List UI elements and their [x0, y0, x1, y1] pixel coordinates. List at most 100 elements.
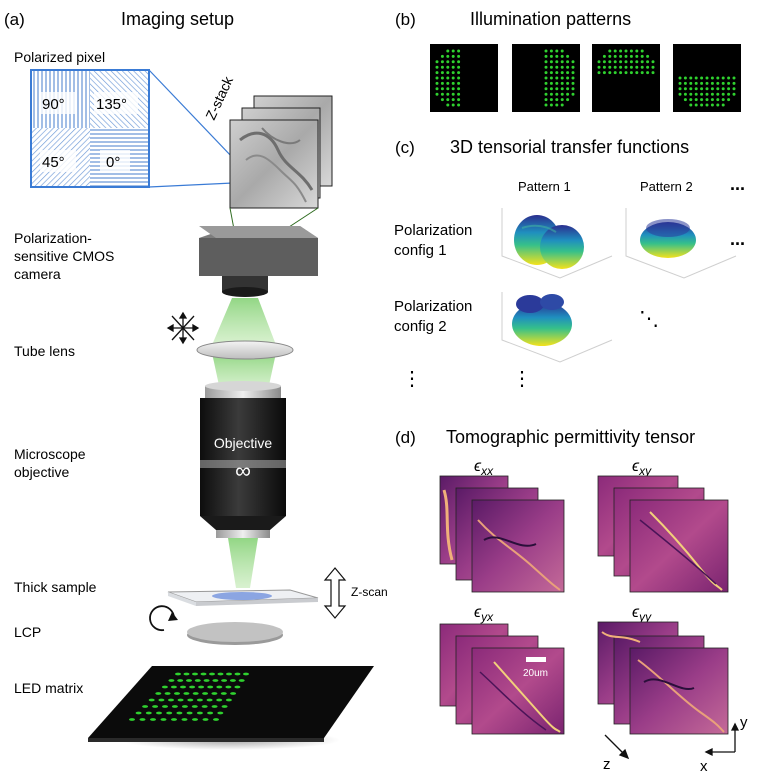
- tf-axis-frames: [501, 208, 737, 363]
- led-dot: [177, 679, 184, 682]
- led-dot: [187, 698, 194, 702]
- pattern-dot: [566, 81, 570, 85]
- pattern-dot: [705, 98, 709, 102]
- pattern-dot: [689, 98, 693, 102]
- led-dot: [186, 711, 193, 715]
- pattern-dot: [544, 49, 548, 53]
- led-dot: [170, 685, 177, 689]
- pattern-dots: [435, 49, 736, 107]
- pattern-dot: [727, 92, 731, 96]
- panel-a-title: Imaging setup: [121, 9, 234, 29]
- pattern-dot: [440, 71, 444, 75]
- pattern-dot: [597, 60, 601, 64]
- pattern-dot: [732, 76, 736, 80]
- panel-c-letter: (c): [395, 138, 415, 157]
- camera-label-line1: Polarization-: [14, 230, 92, 246]
- polarized-pixel-label: Polarized pixel: [14, 49, 105, 65]
- pattern-dot: [700, 87, 704, 91]
- green-beam-upper: [212, 298, 276, 345]
- pattern-dot: [629, 65, 633, 69]
- pattern-dot: [440, 65, 444, 69]
- pattern-dot: [549, 81, 553, 85]
- led-matrix-label: LED matrix: [14, 680, 83, 696]
- led-dot: [129, 718, 135, 721]
- led-dot: [207, 685, 214, 689]
- pattern-dot: [732, 81, 736, 85]
- pattern-dot: [555, 92, 559, 96]
- pattern-dot: [446, 92, 450, 96]
- pattern-dot: [549, 54, 553, 58]
- led-dot: [142, 705, 149, 708]
- pattern-dot: [451, 98, 455, 102]
- infinity-symbol: ∞: [235, 458, 251, 483]
- pattern-dot: [440, 92, 444, 96]
- pattern-dot: [435, 87, 439, 91]
- pattern-dot: [624, 65, 628, 69]
- pattern-dot: [689, 87, 693, 91]
- pattern-dot: [555, 76, 559, 80]
- pattern-dot: [544, 60, 548, 64]
- z-scan-label: Z-scan: [351, 585, 388, 599]
- panel-c-title: 3D tensorial transfer functions: [450, 137, 689, 157]
- pattern-dot: [560, 92, 564, 96]
- pattern-dot: [683, 92, 687, 96]
- pattern-dot: [683, 81, 687, 85]
- objective-label-line1: Microscope: [14, 446, 86, 462]
- led-dot: [135, 711, 142, 715]
- axis-indicator: [604, 722, 740, 760]
- pattern-dot: [555, 98, 559, 102]
- pattern-dot: [566, 71, 570, 75]
- led-matrix-edge: [88, 738, 324, 742]
- pattern-dot: [721, 103, 725, 107]
- pattern-dot: [629, 54, 633, 58]
- pattern-dot: [451, 71, 455, 75]
- pattern-dot: [549, 103, 553, 107]
- diagonal-dots: ⋱: [639, 308, 659, 330]
- pattern-dot: [716, 87, 720, 91]
- objective-text: Objective: [214, 435, 273, 451]
- led-dot: [150, 718, 156, 721]
- led-dot: [152, 705, 159, 708]
- pattern-dot: [446, 87, 450, 91]
- led-dot: [225, 698, 232, 702]
- pattern-dot: [560, 98, 564, 102]
- pattern-dot: [613, 71, 617, 75]
- led-dot: [148, 698, 155, 702]
- led-dot: [194, 679, 201, 682]
- pattern-dot: [446, 76, 450, 80]
- thick-sample-label: Thick sample: [14, 579, 97, 595]
- pattern-dot: [700, 103, 704, 107]
- pattern-dot: [451, 49, 455, 53]
- pattern-dot: [435, 71, 439, 75]
- pattern-dot: [435, 76, 439, 80]
- pol-config-1-line1: Polarization: [394, 222, 472, 239]
- led-dot: [211, 692, 218, 695]
- led-dot: [229, 679, 236, 682]
- led-dot: [166, 711, 173, 715]
- pattern-dot: [544, 98, 548, 102]
- pattern-dot: [602, 60, 606, 64]
- led-dot: [181, 718, 188, 721]
- pattern-dot: [727, 87, 731, 91]
- stack-eps-xx: [439, 475, 565, 593]
- z-stack-label: Z-stack: [202, 73, 236, 122]
- pattern-dot: [624, 54, 628, 58]
- pattern-dot: [716, 81, 720, 85]
- pattern-dot: [566, 87, 570, 91]
- pattern-dot: [727, 76, 731, 80]
- pattern-dot: [560, 54, 564, 58]
- z-scan-arrow-icon: [323, 567, 347, 619]
- microscope-objective: Objective ∞: [200, 381, 286, 538]
- led-dot: [145, 711, 152, 715]
- led-dot: [203, 679, 210, 682]
- pattern-dot: [451, 81, 455, 85]
- pattern-dot: [635, 71, 639, 75]
- pattern-dot: [613, 49, 617, 53]
- pattern-dot: [710, 87, 714, 91]
- stack-eps-xy: [597, 475, 729, 593]
- pattern-dot: [544, 71, 548, 75]
- pattern-dot: [646, 65, 650, 69]
- led-dot: [177, 698, 184, 702]
- pattern-dot: [446, 103, 450, 107]
- pattern-dot: [446, 71, 450, 75]
